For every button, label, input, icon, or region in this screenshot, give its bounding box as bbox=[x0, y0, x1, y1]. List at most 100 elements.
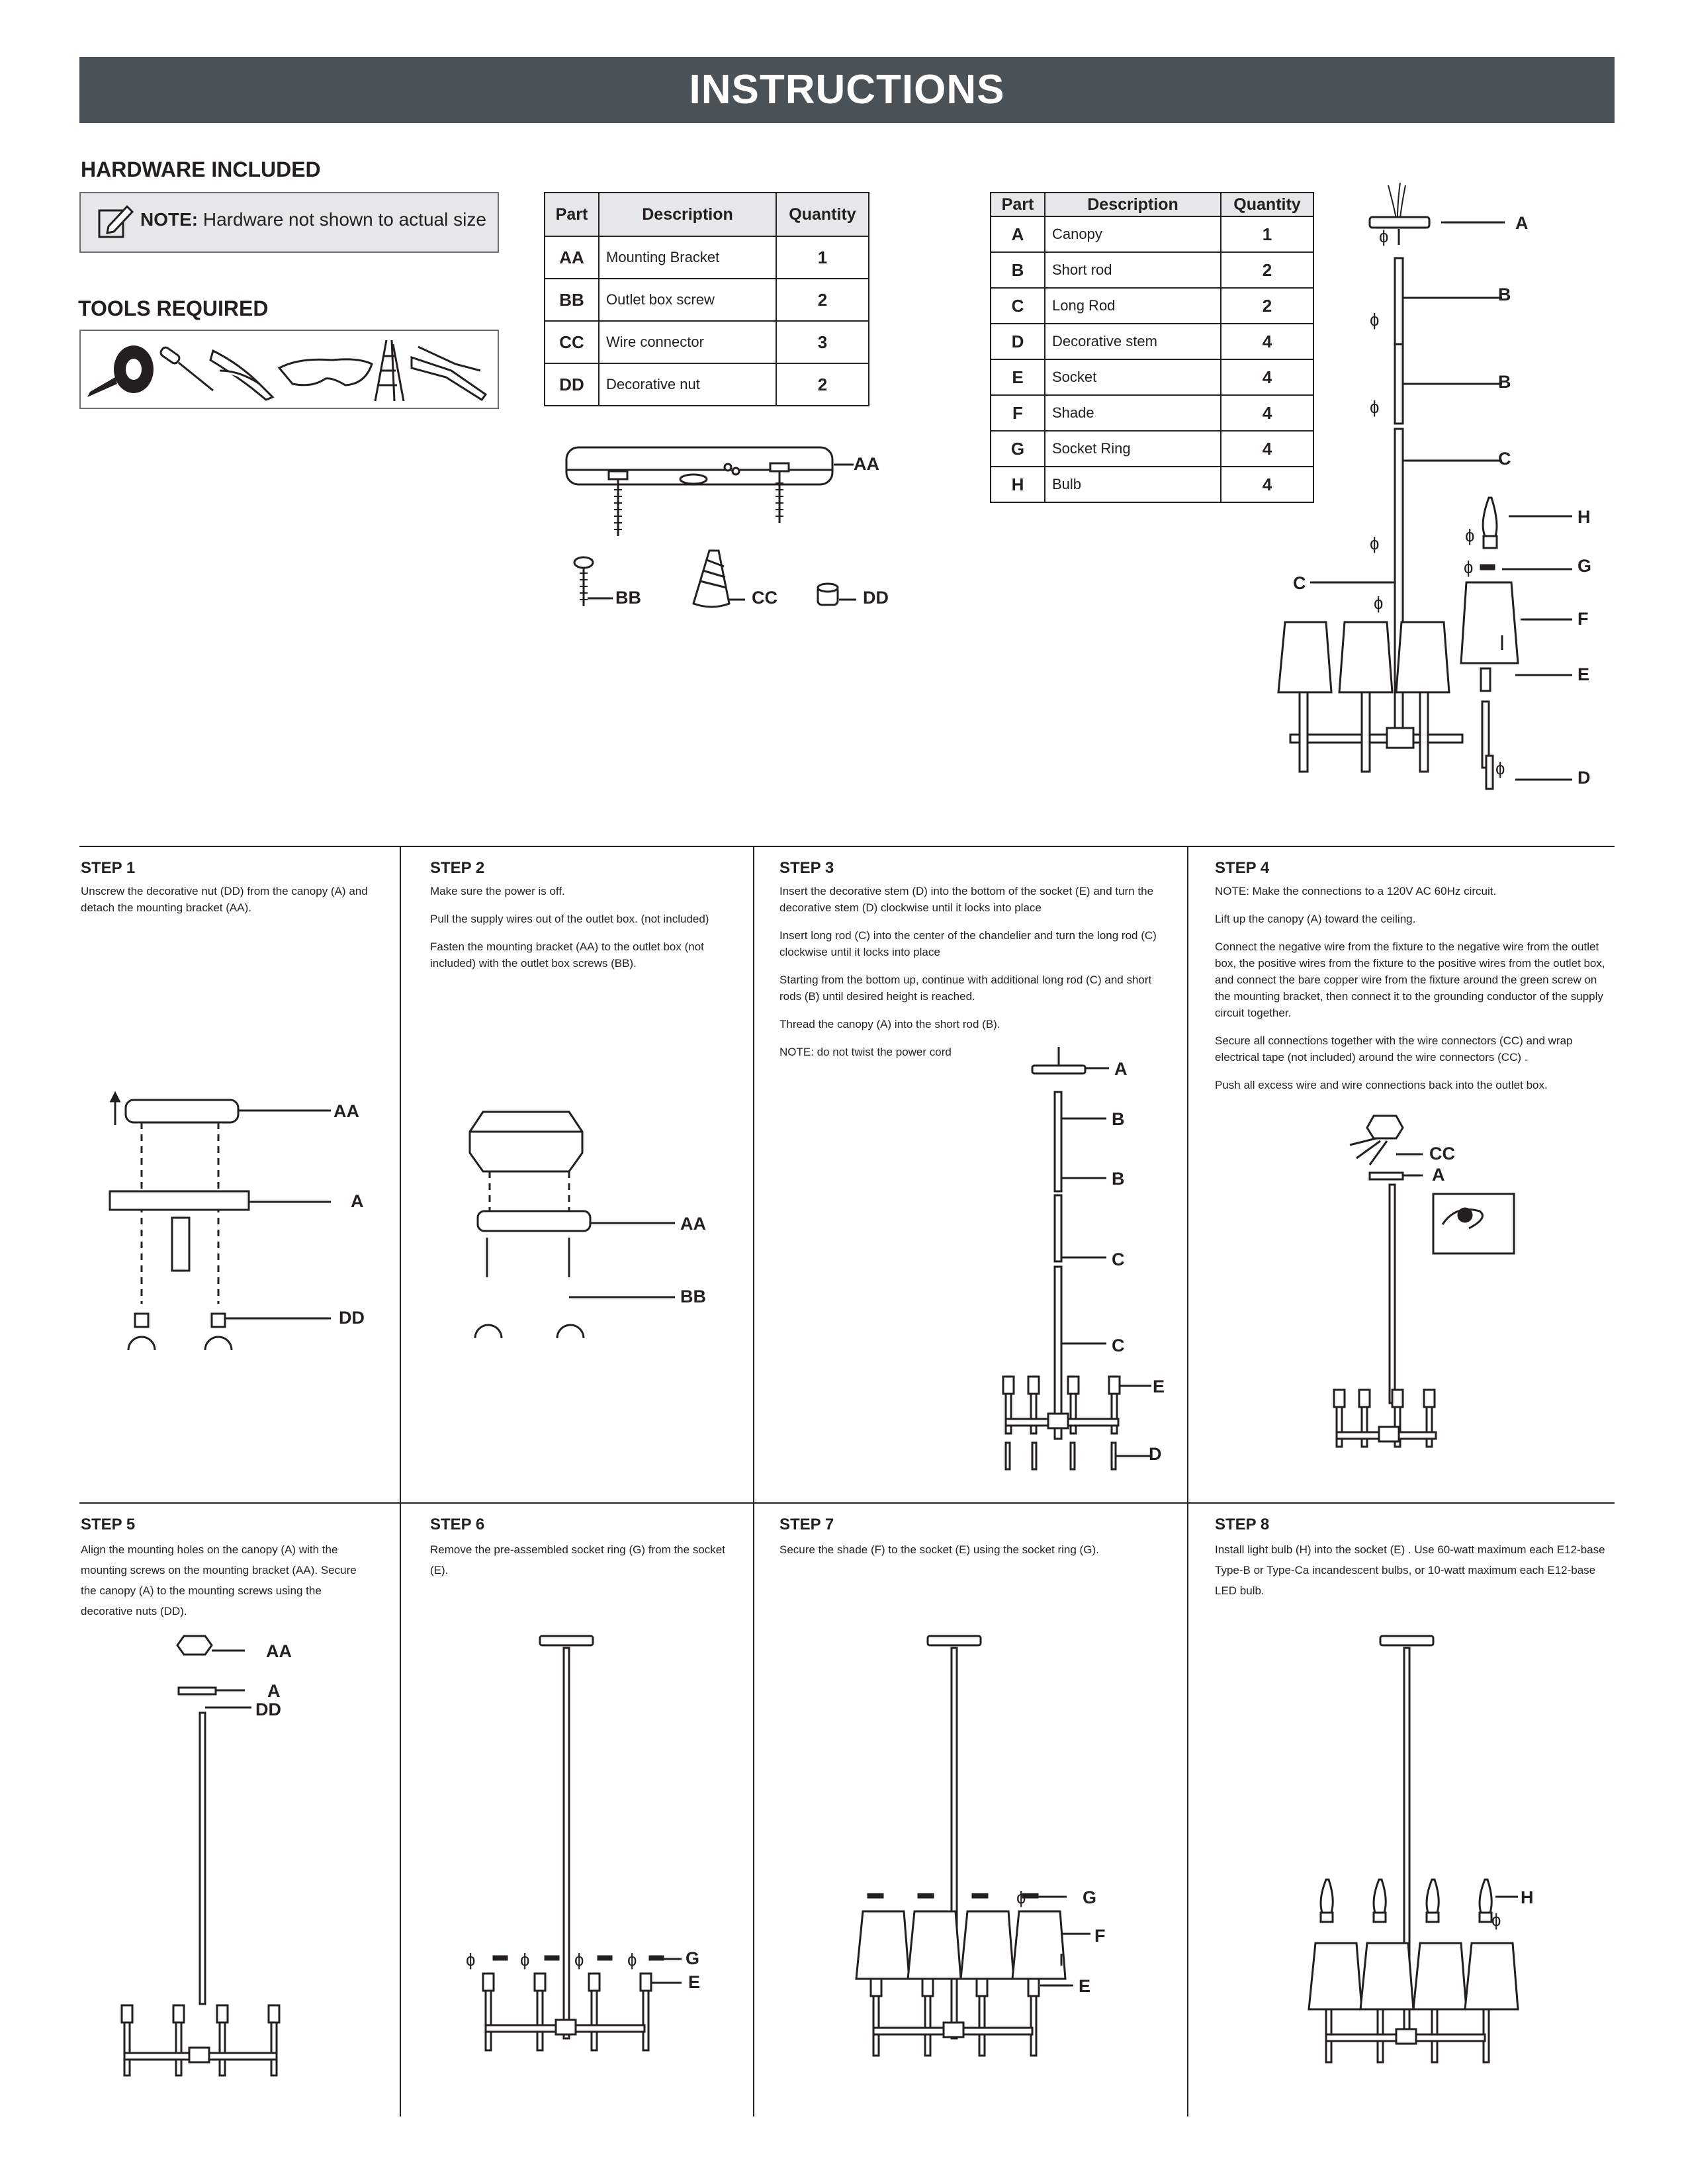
table-row: BB Outlet box screw 2 bbox=[544, 278, 869, 322]
step-7-label-g: G bbox=[1083, 1888, 1097, 1907]
svg-text:ɸ: ɸ bbox=[1016, 1888, 1026, 1907]
table-row: AA Mounting Bracket 1 bbox=[544, 236, 869, 279]
step-text: Align the mounting holes on the canopy (… bbox=[81, 1543, 357, 1617]
wire-stripper-icon bbox=[410, 345, 488, 402]
step-1-label-dd: DD bbox=[339, 1308, 365, 1328]
hardware-table: Part Description Quantity AA Mounting Br… bbox=[544, 192, 869, 406]
parts-col-quantity: Quantity bbox=[1220, 192, 1314, 217]
step-4-label-cc: CC bbox=[1429, 1144, 1455, 1163]
table-row: DD Decorative nut 2 bbox=[544, 363, 869, 406]
note-box: NOTE: Hardware not shown to actual size bbox=[79, 192, 499, 253]
step-7-label-f: F bbox=[1094, 1926, 1106, 1946]
part-label-c2: C bbox=[1293, 573, 1306, 593]
part-label-f: F bbox=[1577, 609, 1589, 629]
step-title: STEP 4 bbox=[1215, 859, 1270, 877]
svg-text:ɸ: ɸ bbox=[520, 1950, 529, 1970]
wire-connector bbox=[692, 549, 745, 608]
step-3-label-b1: B bbox=[1112, 1109, 1125, 1129]
svg-text:ɸ: ɸ bbox=[1379, 226, 1388, 246]
step-title: STEP 2 bbox=[430, 859, 485, 877]
part-label-e: E bbox=[1577, 664, 1590, 684]
step-2-label-aa: AA bbox=[680, 1214, 706, 1234]
svg-text:ɸ: ɸ bbox=[627, 1950, 637, 1970]
step-3-label-c1: C bbox=[1112, 1250, 1125, 1269]
decorative-nut bbox=[817, 582, 856, 606]
step-8-illustration: ɸ bbox=[1308, 1635, 1519, 2064]
step-4-label-a: A bbox=[1432, 1165, 1445, 1185]
hw-col-quantity: Quantity bbox=[776, 192, 869, 237]
step-7-illustration: ɸ bbox=[855, 1635, 1090, 2057]
parts-col-description: Description bbox=[1044, 192, 1222, 217]
hw-col-part: Part bbox=[544, 192, 600, 237]
divider-col1 bbox=[400, 846, 401, 2116]
electrical-tape-icon bbox=[87, 345, 154, 397]
hw-col-description: Description bbox=[598, 192, 777, 237]
parts-col-part: Part bbox=[990, 192, 1045, 217]
divider-row2 bbox=[79, 1502, 1615, 1504]
step-text: Thread the canopy (A) into the short rod… bbox=[779, 1018, 1000, 1030]
step-text: Insert long rod (C) into the center of t… bbox=[779, 929, 1157, 958]
step-text: Pull the supply wires out of the outlet … bbox=[430, 913, 709, 925]
step-5-label-a: A bbox=[267, 1681, 281, 1701]
step-title: STEP 3 bbox=[779, 859, 834, 877]
safety-glasses-icon bbox=[277, 358, 373, 387]
step-text: Unscrew the decorative nut (DD) from the… bbox=[81, 885, 368, 914]
tools-heading: TOOLS REQUIRED bbox=[78, 296, 269, 320]
step-1: STEP 1 Unscrew the decorative nut (DD) f… bbox=[81, 859, 372, 927]
label-aa: AA bbox=[854, 454, 879, 474]
step-5-label-dd: DD bbox=[255, 1700, 281, 1719]
svg-text:ɸ: ɸ bbox=[1374, 593, 1383, 613]
hardware-illustration bbox=[565, 446, 856, 608]
step-3-label-e: E bbox=[1153, 1377, 1165, 1396]
divider-row1 bbox=[79, 846, 1615, 847]
step-3-label-b2: B bbox=[1112, 1169, 1125, 1189]
step-1-label-aa: AA bbox=[333, 1101, 359, 1121]
divider-col2 bbox=[753, 846, 754, 2116]
svg-text:ɸ: ɸ bbox=[1370, 533, 1379, 553]
step-title: STEP 7 bbox=[779, 1516, 834, 1533]
part-label-g: G bbox=[1577, 556, 1592, 576]
page-title: INSTRUCTIONS bbox=[79, 57, 1615, 123]
step-text: Fasten the mounting bracket (AA) to the … bbox=[430, 940, 704, 970]
step-1-label-a: A bbox=[351, 1191, 364, 1211]
ladder-icon bbox=[374, 340, 405, 402]
step-8-label-h: H bbox=[1521, 1888, 1534, 1907]
step-3-label-d: D bbox=[1149, 1444, 1162, 1464]
step-text: Push all excess wire and wire connection… bbox=[1215, 1079, 1548, 1091]
svg-text:ɸ: ɸ bbox=[466, 1950, 475, 1970]
step-5: STEP 5 Align the mounting holes on the c… bbox=[81, 1516, 372, 1633]
table-row: CC Wire connector 3 bbox=[544, 320, 869, 364]
step-4-illustration bbox=[1333, 1115, 1515, 1448]
step-7-label-e: E bbox=[1079, 1976, 1091, 1996]
step-1-illustration bbox=[109, 1091, 331, 1351]
step-title: STEP 1 bbox=[81, 859, 136, 877]
step-text: Connect the negative wire from the fixtu… bbox=[1215, 940, 1605, 1019]
step-6-label-g: G bbox=[686, 1948, 700, 1968]
note-text: NOTE: Hardware not shown to actual size bbox=[140, 209, 486, 230]
step-3-illustration bbox=[1002, 1047, 1151, 1471]
part-label-d: D bbox=[1577, 768, 1591, 788]
svg-text:ɸ: ɸ bbox=[1464, 557, 1473, 577]
exploded-chandelier-diagram: ɸ ɸ ɸ ɸ ɸ ɸ ɸ ɸ bbox=[1277, 182, 1572, 790]
tools-illustration bbox=[87, 340, 488, 402]
tools-box bbox=[79, 330, 499, 409]
step-3: STEP 3 Insert the decorative stem (D) in… bbox=[779, 859, 1170, 1071]
svg-text:ɸ: ɸ bbox=[1370, 397, 1379, 417]
step-6: STEP 6 Remove the pre-assembled socket r… bbox=[430, 1516, 734, 1592]
step-text: Secure all connections together with the… bbox=[1215, 1034, 1573, 1064]
step-2-illustration bbox=[468, 1111, 675, 1339]
step-text: Remove the pre-assembled socket ring (G)… bbox=[430, 1543, 725, 1576]
step-7: STEP 7 Secure the shade (F) to the socke… bbox=[779, 1516, 1170, 1571]
step-text: Lift up the canopy (A) toward the ceilin… bbox=[1215, 913, 1416, 925]
step-title: STEP 5 bbox=[81, 1516, 136, 1533]
step-text: NOTE: do not twist the power cord bbox=[779, 1046, 952, 1058]
